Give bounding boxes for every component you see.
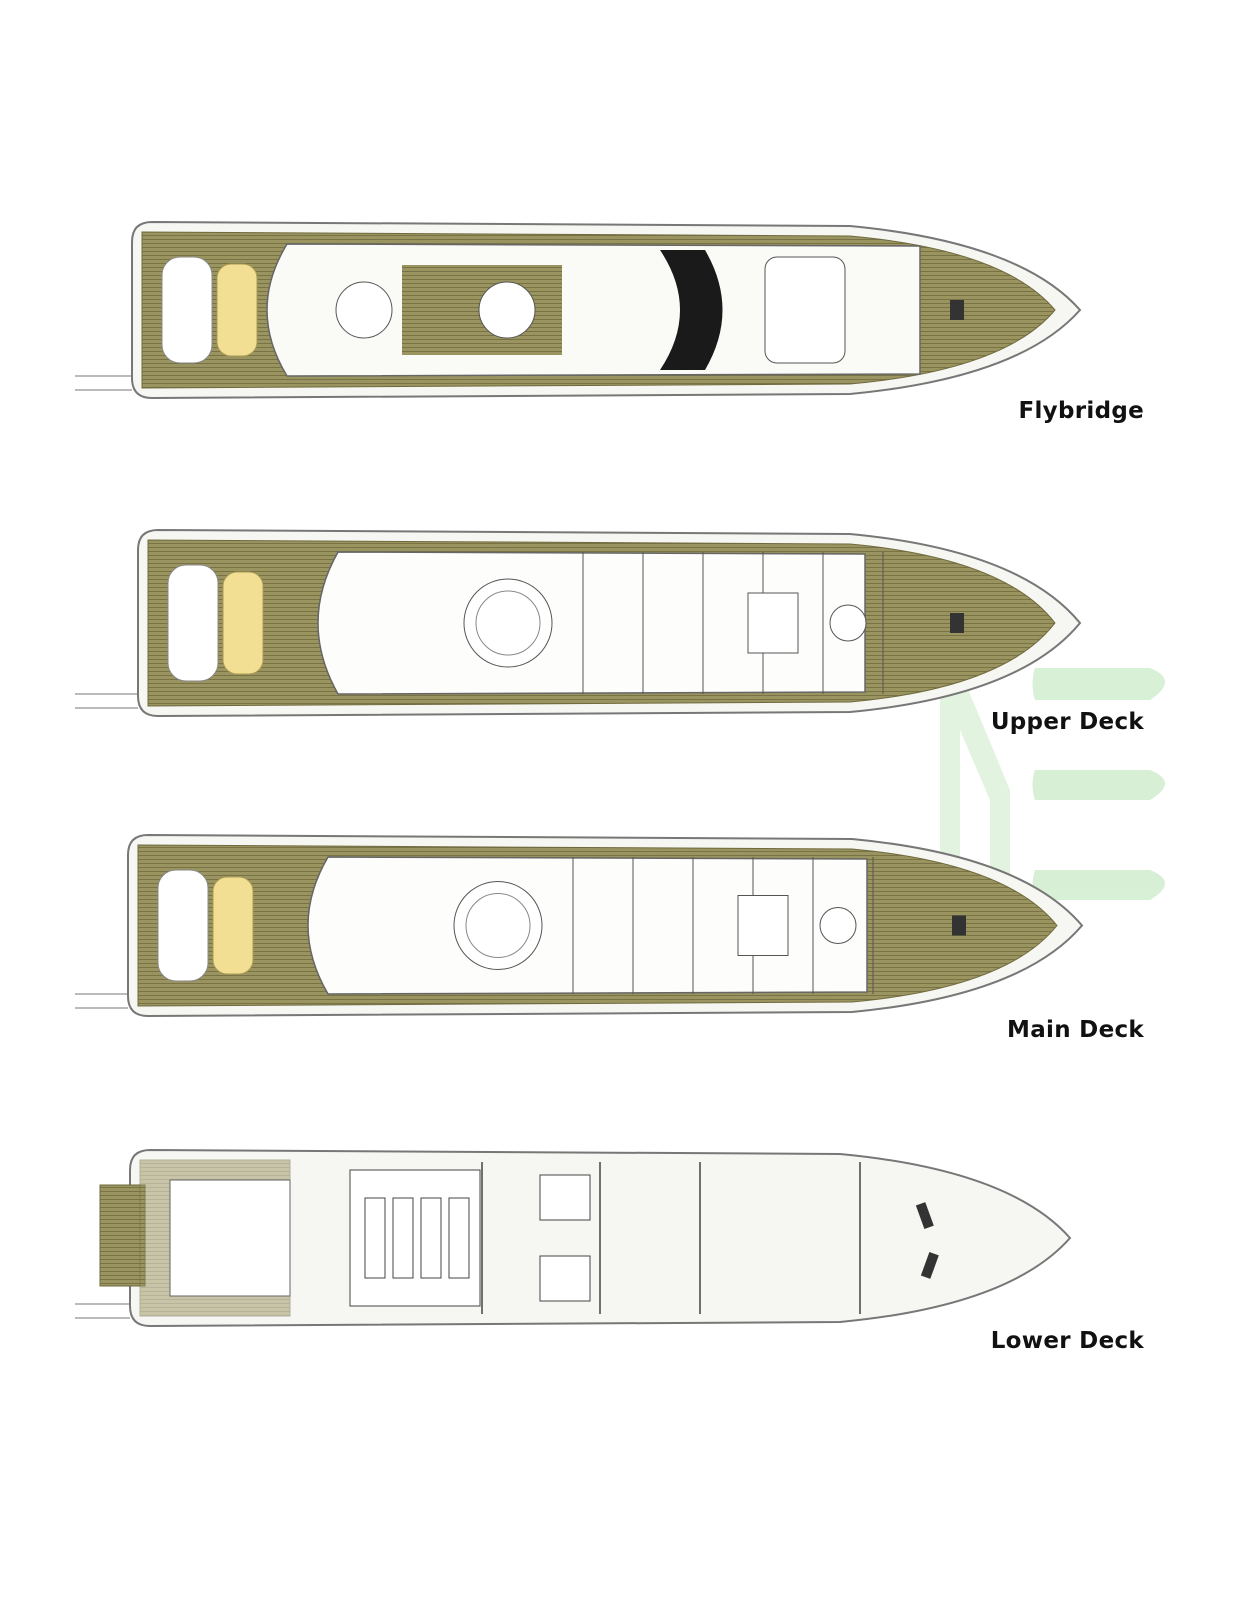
deck-label-flybridge: Flybridge (1018, 398, 1144, 424)
engine (392, 1197, 414, 1279)
deck-lower (75, 1148, 1072, 1328)
tender-garage (169, 1179, 291, 1297)
shower (819, 907, 857, 944)
sun-pad (222, 571, 264, 675)
hardtop-sunpad (764, 256, 846, 364)
dining-chairs (465, 893, 531, 958)
shower (829, 604, 867, 642)
engine (364, 1197, 386, 1279)
windscreen-glass (660, 250, 723, 370)
sun-pad (212, 876, 254, 975)
superstructure (317, 551, 866, 695)
anchor (920, 1252, 939, 1279)
guest-bed (539, 1255, 591, 1302)
deck-label-upper-deck: Upper Deck (990, 709, 1144, 735)
watermark-logo (940, 668, 1165, 900)
anchor-windlass (952, 915, 966, 936)
bed (737, 895, 789, 956)
aft-seating (167, 564, 219, 682)
deck-label-lower-deck: Lower Deck (990, 1328, 1144, 1354)
deck-flybridge (75, 220, 1082, 400)
dining-table (478, 281, 536, 339)
dining-table (453, 881, 543, 970)
engine-room (349, 1169, 481, 1307)
deck-label-main-deck: Main Deck (1007, 1017, 1144, 1043)
anchor-windlass (950, 613, 964, 633)
aft-seating (157, 869, 209, 982)
sun-pad (216, 263, 258, 357)
guest-bed (539, 1174, 591, 1221)
swim-platform (99, 1184, 146, 1287)
deck-main (75, 833, 1084, 1018)
engine (448, 1197, 470, 1279)
anchor (915, 1202, 934, 1229)
engine (420, 1197, 442, 1279)
spa-pool (335, 281, 393, 339)
aft-seating (161, 256, 213, 364)
dining-chairs (475, 590, 541, 656)
dining-table (463, 578, 553, 668)
superstructure (307, 856, 868, 995)
anchor-windlass (950, 300, 964, 320)
deck-upper (75, 528, 1082, 718)
bed (747, 592, 799, 654)
